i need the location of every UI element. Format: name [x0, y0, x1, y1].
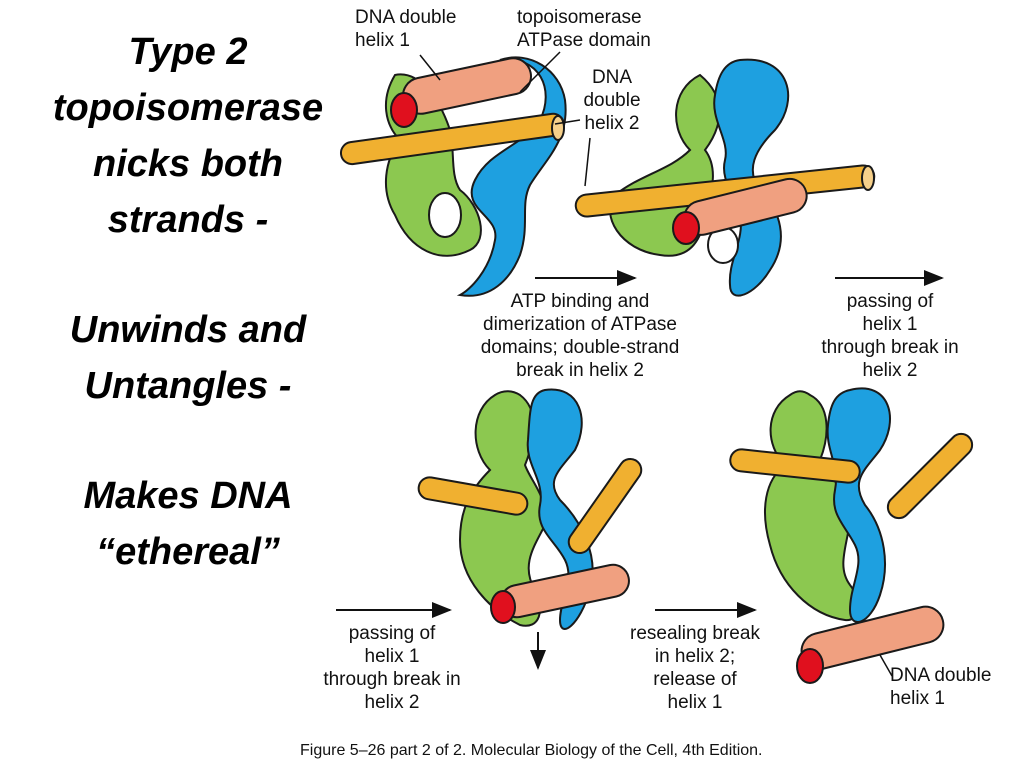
- label-line: helix 2: [862, 360, 918, 381]
- leader-line-helix2-b: [584, 137, 591, 187]
- leader-line-helix1: [419, 54, 441, 81]
- label-line: in helix 2;: [654, 646, 736, 667]
- title-line-6: Untangles -: [84, 365, 292, 407]
- panel-2: [574, 58, 876, 297]
- label-line: passing of: [348, 623, 436, 644]
- label-atpase-domain: topoisomerase ATPase domain: [517, 6, 651, 52]
- label-dna-helix1-bottom: DNA double helix 1: [890, 664, 991, 710]
- dna-helix-1-end: [390, 92, 418, 128]
- title-line-3: nicks both: [92, 143, 284, 185]
- title-line-8: “ethereal”: [96, 531, 280, 573]
- label-line: double: [583, 90, 641, 111]
- label-line: helix 1: [355, 30, 410, 51]
- title-line-5: Unwinds and: [69, 309, 307, 351]
- title-line-4: strands -: [107, 199, 269, 241]
- dna-helix-2-end: [861, 165, 875, 191]
- leader-line-helix2: [554, 119, 581, 125]
- blue-subunit: [526, 388, 594, 630]
- label-line: ATP binding and: [510, 291, 650, 312]
- label-line: dimerization of ATPase: [483, 314, 677, 335]
- label-line: helix 1: [667, 692, 723, 713]
- label-line: ATPase domain: [517, 30, 651, 51]
- label-line: helix 2: [584, 113, 640, 134]
- label-line: break in helix 2: [516, 360, 644, 381]
- title-line-7: Makes DNA: [83, 475, 293, 517]
- dna-helix-2-end: [551, 115, 565, 141]
- label-step4: resealing break in helix 2; release of h…: [600, 622, 790, 714]
- panel-4: [729, 387, 974, 684]
- label-line: domains; double-strand: [480, 337, 680, 358]
- dna-helix-2-right: [886, 432, 974, 520]
- label-line: resealing break: [630, 623, 760, 644]
- dna-helix-1-cylinder: [402, 57, 532, 115]
- label-line: helix 1: [862, 314, 918, 335]
- label-line: helix 1: [890, 688, 945, 709]
- title-line-1: Type 2: [128, 31, 248, 73]
- green-subunit-hole: [428, 192, 462, 238]
- label-line: DNA: [591, 67, 633, 88]
- label-line: DNA double: [890, 665, 992, 686]
- label-step1: ATP binding and dimerization of ATPase d…: [430, 290, 730, 382]
- label-line: through break in: [323, 669, 461, 690]
- label-line: passing of: [846, 291, 934, 312]
- leader-line-helix1-bottom: [879, 654, 893, 677]
- leader-line-atpase: [519, 51, 561, 93]
- blue-subunit: [826, 387, 891, 623]
- label-line: helix 1: [364, 646, 420, 667]
- label-dna-helix1-top: DNA double helix 1: [355, 6, 456, 52]
- panel-1: [339, 56, 567, 297]
- label-line: through break in: [821, 337, 959, 358]
- dna-helix-2-left: [729, 448, 861, 484]
- label-step3: passing of helix 1 through break in heli…: [292, 622, 492, 714]
- label-line: release of: [653, 669, 737, 690]
- label-dna-helix2: DNA double helix 2: [572, 66, 652, 135]
- title-line-2: topoisomerase: [52, 87, 324, 129]
- dna-helix-1-end: [490, 590, 516, 624]
- panel-3: [417, 388, 643, 670]
- dna-helix-2-left: [417, 476, 529, 516]
- label-step2: passing of helix 1 through break in heli…: [790, 290, 990, 382]
- figure-caption: Figure 5–26 part 2 of 2. Molecular Biolo…: [300, 742, 763, 759]
- dna-helix-1-end: [796, 648, 824, 684]
- dna-helix-1-end: [672, 211, 700, 245]
- label-line: DNA double: [355, 7, 457, 28]
- label-line: helix 2: [364, 692, 420, 713]
- label-line: topoisomerase: [517, 7, 642, 28]
- dna-helix-2-right: [567, 457, 643, 555]
